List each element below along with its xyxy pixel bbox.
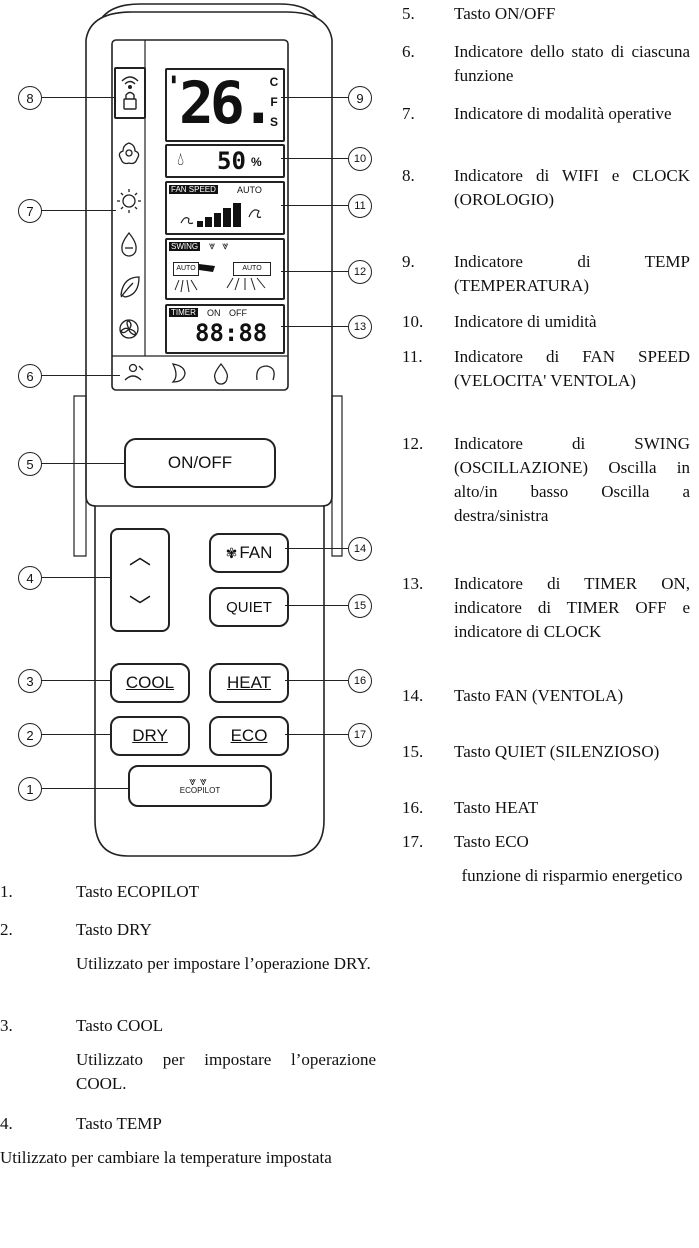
callout-7: 7 [18,199,42,223]
remote-illustration: ▮ 26. C F S [0,0,395,860]
fan-auto-label: AUTO [237,185,262,195]
eco-button[interactable]: ECO [209,716,289,756]
lock-icon [123,91,137,110]
fan-mode-icon [119,319,139,339]
callout-5: 5 [18,452,42,476]
heat-label: HEAT [226,673,272,692]
fan-speed-panel: FAN SPEED AUTO [165,181,285,235]
mode-icons-column [115,135,143,350]
swing-auto-left-box: AUTO [173,262,199,276]
callout-11: 11 [348,194,372,218]
ecopilot-icon: ⩔⩔ [189,774,211,788]
leaf-icon [120,276,140,298]
cool-button[interactable]: COOL [110,663,190,703]
unit-seconds: S [269,115,278,129]
sun-icon [117,189,141,213]
swing-panel: SWING ⩔ ⩔ AUTO AUTO [165,238,285,300]
quiet-label: QUIET [226,598,272,616]
callout-1: 1 [18,777,42,801]
callout-6: 6 [18,364,42,388]
fan-button[interactable]: ✾ FAN [209,533,289,573]
person-icon [124,363,144,381]
swing-label: SWING [169,242,201,251]
callout-13: 13 [348,315,372,339]
fan-label: FAN [239,543,273,562]
swing-auto-left: AUTO [176,265,196,272]
swing-icons: ⩔ ⩔ [209,240,231,252]
unit-fahrenheit: F [270,95,278,109]
ecopilot-label: ECOPILOT [179,786,221,795]
wifi-clock-panel [114,67,146,119]
callout-10: 10 [348,147,372,171]
callout-16: 16 [348,669,372,693]
fan-icon: ✾ [225,544,238,561]
on-off-button[interactable]: ON/OFF [124,438,276,488]
drop-icon [213,362,229,385]
swing-rays [174,264,266,293]
turbo-icon [256,365,275,381]
humidity-panel: 💧︎ 50 % [165,144,285,178]
quiet-button[interactable]: QUIET [209,587,289,627]
snowflake-icon [118,142,140,165]
fan-speed-label: FAN SPEED [169,185,218,194]
callout-4: 4 [18,566,42,590]
callout-3: 3 [18,669,42,693]
temp-up-icon[interactable]: ︿ [128,544,151,569]
timer-off-label: OFF [229,308,247,318]
swing-auto-right-box: AUTO [233,262,271,276]
callout-15: 15 [348,594,372,618]
ecopilot-button[interactable]: ⩔⩔ ECOPILOT [128,765,272,807]
cool-label: COOL [125,673,175,692]
humidity-value: 50 [217,147,246,175]
timer-on-label: ON [207,308,221,318]
temp-updown-button[interactable]: ︿ ﹀ [110,528,170,632]
status-icons-row [113,360,287,386]
swing-auto-right: AUTO [242,265,262,272]
callout-17: 17 [348,723,372,747]
temperature-panel: ▮ 26. C F S [165,68,285,142]
eco-label: ECO [230,726,268,745]
humidity-unit: % [251,155,262,169]
unit-celsius: C [269,75,279,89]
callout-12: 12 [348,260,372,284]
humidity-drop-icon: 💧︎ [177,149,185,169]
dry-label: DRY [132,726,168,745]
callout-9: 9 [348,86,372,110]
on-off-label: ON/OFF [167,453,233,472]
temp-bars-icon: ▮ [171,74,177,85]
dry-button[interactable]: DRY [110,716,190,756]
sleep-moon-icon [171,363,186,383]
temp-value: 26. [179,69,276,137]
wifi-icon [121,76,139,90]
dry-drop-icon [121,231,137,257]
callout-14: 14 [348,537,372,561]
timer-label: TIMER [169,308,198,317]
callout-2: 2 [18,723,42,747]
temp-down-icon[interactable]: ﹀ [128,594,151,619]
timer-time: 88:88 [195,319,268,347]
heat-button[interactable]: HEAT [209,663,289,703]
callout-8: 8 [18,86,42,110]
timer-panel: TIMER ON OFF 88:88 [165,304,285,354]
temp-units: C F S [268,72,280,132]
fan-speed-bars [180,203,262,227]
